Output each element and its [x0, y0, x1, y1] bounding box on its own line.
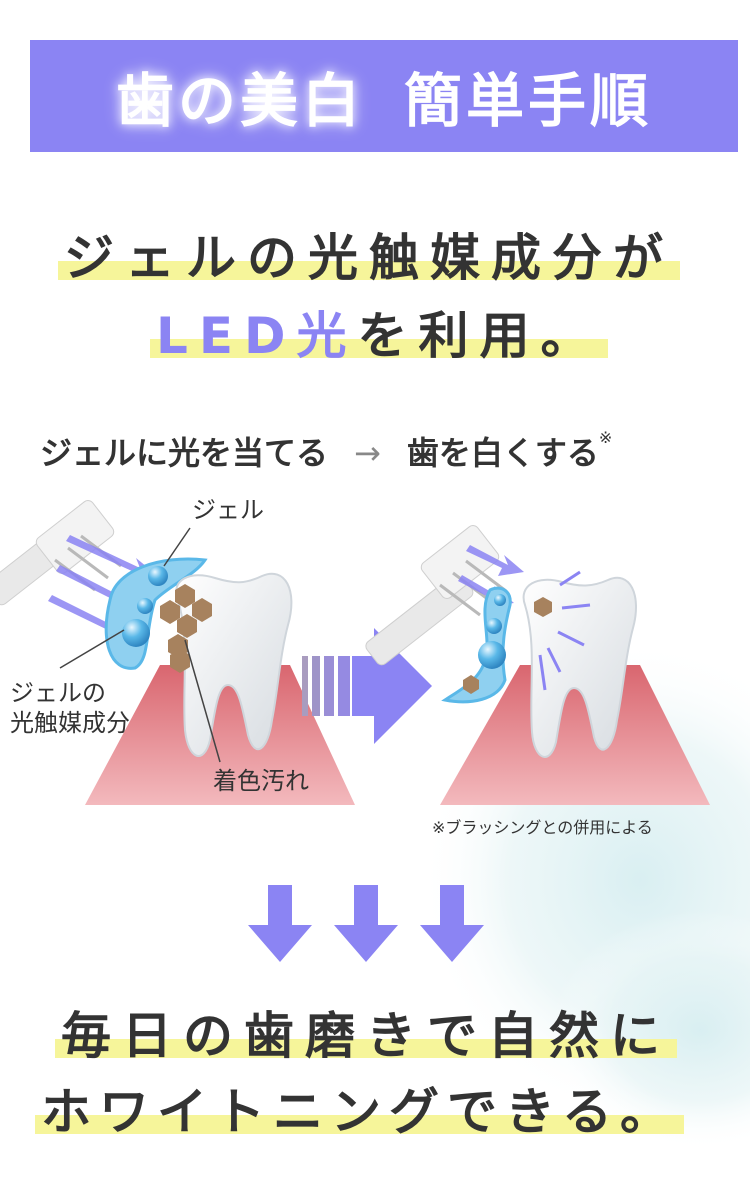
gel-bubble: [137, 598, 153, 614]
gel-bubble: [478, 641, 506, 669]
gel-bubble: [486, 618, 502, 634]
title-part2: 簡単手順: [404, 67, 653, 135]
gel-bubble: [148, 566, 168, 586]
flow-asterisk: ※: [598, 428, 613, 447]
footnote: ※ブラッシングとの併用による: [432, 818, 653, 837]
gel-bubble: [494, 594, 506, 606]
stain-small: [534, 597, 552, 617]
label-stain: 着色汚れ: [213, 767, 309, 795]
conclusion-line1-text: 毎日の歯磨きで自然に: [55, 1007, 677, 1065]
label-catalyst: ジェルの 光触媒成分: [10, 678, 130, 738]
gum-left: [85, 665, 355, 805]
stain-small: [463, 675, 479, 694]
down-arrows: [248, 885, 484, 962]
flow-after: 歯を白くする: [406, 434, 599, 472]
gum-right: [440, 665, 710, 805]
down-arrow-icon: [248, 885, 312, 962]
headline-line1: ジェルの光触媒成分が: [58, 218, 680, 290]
stain-cluster: [160, 584, 212, 673]
headline-line1-text: ジェルの光触媒成分が: [58, 229, 680, 287]
flow-arrow: →: [354, 434, 381, 472]
down-arrow-icon: [334, 885, 398, 962]
headline-line2-rest: を利用。: [357, 307, 602, 365]
flow-caption: ジェルに光を当てる → 歯を白くする※: [40, 428, 612, 474]
down-arrow-icon: [420, 885, 484, 962]
label-catalyst-line1: ジェルの: [10, 679, 106, 707]
before-scene: [0, 500, 355, 805]
tooth-right: [522, 576, 637, 758]
sparkle-lines: [538, 570, 591, 691]
header-banner: 歯の美白簡単手順: [30, 40, 738, 152]
flow-before: ジェルに光を当てる: [40, 434, 329, 472]
title-part1: 歯の美白: [115, 67, 364, 135]
page-title: 歯の美白簡単手順: [116, 54, 652, 138]
process-arrow-icon: [302, 628, 432, 744]
headline-line2: LED光を利用。: [150, 296, 608, 368]
label-gel: ジェル: [192, 496, 264, 524]
label-catalyst-line2: 光触媒成分: [10, 709, 130, 737]
headline-accent: LED光: [156, 307, 358, 365]
conclusion-line2-text: ホワイトニングできる。: [35, 1083, 684, 1141]
conclusion-line2: ホワイトニングできる。: [35, 1072, 684, 1144]
gel-bubble: [122, 619, 150, 647]
conclusion-line1: 毎日の歯磨きで自然に: [55, 996, 677, 1068]
after-scene: [365, 525, 710, 805]
